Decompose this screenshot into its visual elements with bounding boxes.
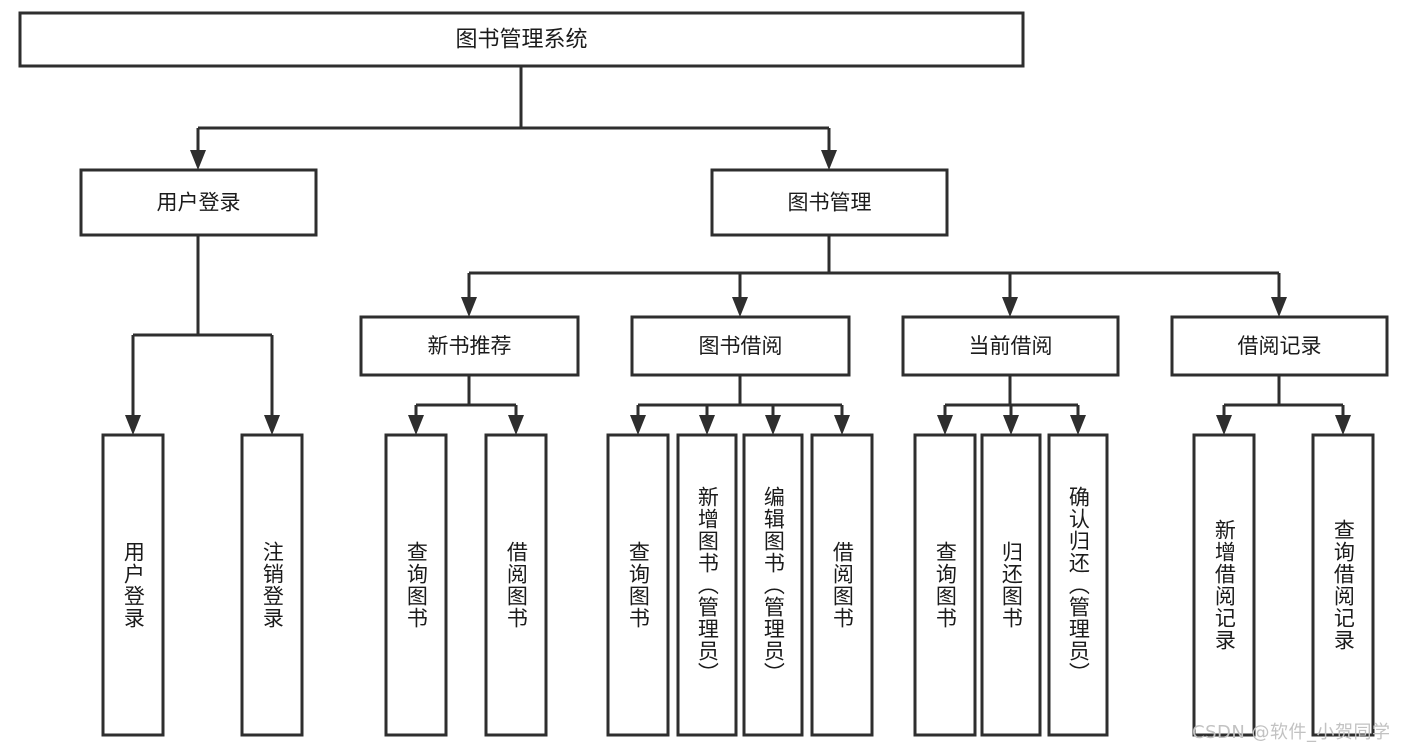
arrow-head-icon	[264, 415, 280, 435]
node-box-leaf-add-borrow-record[interactable]	[1192, 433, 1256, 737]
node-box-current-borrow[interactable]	[901, 315, 1120, 377]
node-box-leaf-user-logout[interactable]	[240, 433, 304, 737]
arrow-head-icon	[1271, 297, 1287, 317]
node-box-leaf-return-book[interactable]	[980, 433, 1042, 737]
node-box-leaf-confirm-return[interactable]	[1047, 433, 1109, 737]
connector-new_book_to_leaves	[408, 375, 524, 435]
node-box-leaf-query-book-current[interactable]	[913, 433, 977, 737]
arrow-head-icon	[125, 415, 141, 435]
node-label-borrow-record: 借阅记录	[1238, 334, 1322, 358]
arrow-head-icon	[508, 415, 524, 435]
node-box-new-book-recommend[interactable]	[359, 315, 580, 377]
arrow-head-icon	[1070, 415, 1086, 435]
boxes-layer	[18, 11, 1389, 737]
arrow-head-icon	[732, 297, 748, 317]
arrow-head-icon	[765, 415, 781, 435]
arrow-head-icon	[937, 415, 953, 435]
arrow-head-icon	[1335, 415, 1351, 435]
node-box-leaf-borrow-book-recommend[interactable]	[484, 433, 548, 737]
connector-user_login_to_leaves	[125, 235, 280, 435]
connector-book_borrow_to_leaves	[630, 375, 850, 435]
node-box-root[interactable]	[18, 11, 1025, 68]
connector-root_to_level2	[190, 66, 837, 170]
node-box-leaf-query-book-recommend[interactable]	[384, 433, 448, 737]
arrow-head-icon	[699, 415, 715, 435]
connectors-layer	[125, 66, 1351, 435]
connector-current_borrow_to_leaves	[937, 375, 1086, 435]
node-box-leaf-edit-book[interactable]	[742, 433, 804, 737]
arrow-head-icon	[1003, 415, 1019, 435]
connector-borrow_record_to_leaves	[1216, 375, 1351, 435]
arrow-head-icon	[834, 415, 850, 435]
node-label-root: 图书管理系统	[455, 28, 587, 53]
node-label-new-book-recommend: 新书推荐	[428, 334, 512, 358]
node-box-leaf-query-borrow-record[interactable]	[1311, 433, 1375, 737]
arrow-head-icon	[190, 150, 206, 170]
arrow-head-icon	[821, 150, 837, 170]
arrow-head-icon	[1216, 415, 1232, 435]
arrow-head-icon	[1002, 297, 1018, 317]
node-box-leaf-borrow-book[interactable]	[810, 433, 874, 737]
node-box-borrow-record[interactable]	[1170, 315, 1389, 377]
connector-book_manage_to_level3	[461, 235, 1287, 317]
node-box-user-login[interactable]	[79, 168, 318, 237]
node-label-book-borrow: 图书借阅	[699, 334, 783, 358]
node-label-user-login: 用户登录	[157, 191, 241, 215]
node-box-leaf-add-book[interactable]	[676, 433, 738, 737]
arrow-head-icon	[461, 297, 477, 317]
node-label-current-borrow: 当前借阅	[969, 334, 1053, 358]
arrow-head-icon	[408, 415, 424, 435]
arrow-head-icon	[630, 415, 646, 435]
node-box-leaf-user-login[interactable]	[101, 433, 165, 737]
node-box-book-borrow[interactable]	[630, 315, 851, 377]
node-box-book-manage[interactable]	[710, 168, 949, 237]
node-label-book-manage: 图书管理	[788, 191, 872, 215]
node-box-leaf-query-book-borrow[interactable]	[606, 433, 670, 737]
csdn-watermark: CSDN @软件_小贺同学	[1192, 722, 1391, 743]
